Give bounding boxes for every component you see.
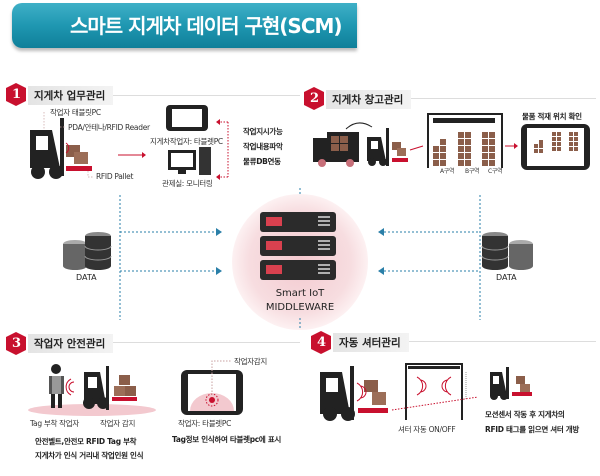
worker-icon <box>49 364 64 408</box>
data-label-left: DATA <box>76 273 97 282</box>
label-pallet: RFID Pallet <box>96 172 134 181</box>
badge-number-1: 1 <box>12 87 22 102</box>
zone-label: C구역 <box>488 168 503 175</box>
phone-icon-2 <box>521 124 590 170</box>
label-tablet-pc: 작업자 태블릿PC <box>50 108 101 117</box>
zone-label: A구역 <box>440 168 455 175</box>
dotted-path-red <box>391 396 479 411</box>
forklift-icon-3 <box>83 366 137 410</box>
database-icon-right <box>481 232 533 270</box>
database-icon-left <box>63 232 112 270</box>
data-label-right: DATA <box>496 273 517 282</box>
divider <box>400 98 596 99</box>
page-title: 스마트 지게차 데이터 구현(SCM) <box>70 14 343 38</box>
feature-item: 작업내용파악 <box>243 142 283 151</box>
feature-item: 작업지시가능 <box>243 127 283 136</box>
monitor-icon-1 <box>168 147 211 175</box>
forklift-icon-2 <box>367 128 408 166</box>
forklift-icon-4 <box>320 366 388 421</box>
section-title-1: 지게차 업무관리 <box>28 86 114 105</box>
title-banner <box>12 3 357 48</box>
label-worker-detect: 작업자 감지 <box>100 419 136 428</box>
divider <box>105 342 300 343</box>
desc-line: 모션센서 작동 후 지게차의 <box>485 410 565 419</box>
badge-number-2: 2 <box>310 91 320 106</box>
label-reader: PDA/안테나/RFID Reader <box>68 123 150 132</box>
curved-arrow-icon <box>345 122 373 130</box>
badge-hex-4 <box>311 331 331 354</box>
label-check-location: 물품 적재 위치 확인 <box>522 112 582 121</box>
desc-line: 지게차가 인식 거리내 작업인원 인식 <box>35 451 144 460</box>
divider <box>405 341 596 342</box>
desc-line: RFID 태그를 읽으면 셔터 개방 <box>485 425 579 434</box>
forklift-icon-4b <box>490 367 532 400</box>
label-control-room: 관제실: 모니터링 <box>162 179 213 188</box>
feature-item: 물류DB연동 <box>243 157 281 166</box>
desc-line: 안전벨트,안전모 RFID Tag 부착 <box>35 437 137 446</box>
label-worker-tablet: 작업자: 타블렛PC <box>178 419 232 428</box>
divider <box>100 95 300 96</box>
badge-hex-1 <box>6 83 26 106</box>
badge-number-3: 3 <box>12 336 22 351</box>
phone-icon-3 <box>181 370 243 415</box>
truck-icon <box>313 132 359 167</box>
middleware-label-line1: Smart IoT <box>275 288 325 299</box>
badge-number-4: 4 <box>317 335 327 350</box>
label-shutter: 셔터 자동 ON/OFF <box>398 425 456 434</box>
label-driver-tablet: 지게차작업자: 타블렛PC <box>150 137 223 146</box>
warehouse-icon <box>427 113 503 168</box>
forklift-icon-1 <box>30 118 92 179</box>
label-tagged-worker: Tag 부착 작업자 <box>30 419 79 428</box>
shutter-door-icon <box>405 363 467 420</box>
badge-hex-2 <box>304 87 324 110</box>
section-title-4: 자동 셔터관리 <box>333 333 409 352</box>
desc-tablet: Tag정보 인식하여 타블렛pc에 표시 <box>172 435 282 444</box>
badge-hex-3 <box>6 332 26 355</box>
middleware-label-line2: MIDDLEWARE <box>265 302 335 313</box>
server-stack-icon <box>260 212 336 280</box>
zone-label: B구역 <box>465 168 480 175</box>
section-title-2: 지게차 창고관리 <box>326 90 412 109</box>
dotted-link-red <box>220 121 229 178</box>
signal-icon-3 <box>65 378 75 396</box>
section-title-3: 작업자 안전관리 <box>28 334 114 353</box>
tablet-icon-1 <box>166 105 208 131</box>
label-detect-callout: 작업자감지 <box>234 357 267 366</box>
